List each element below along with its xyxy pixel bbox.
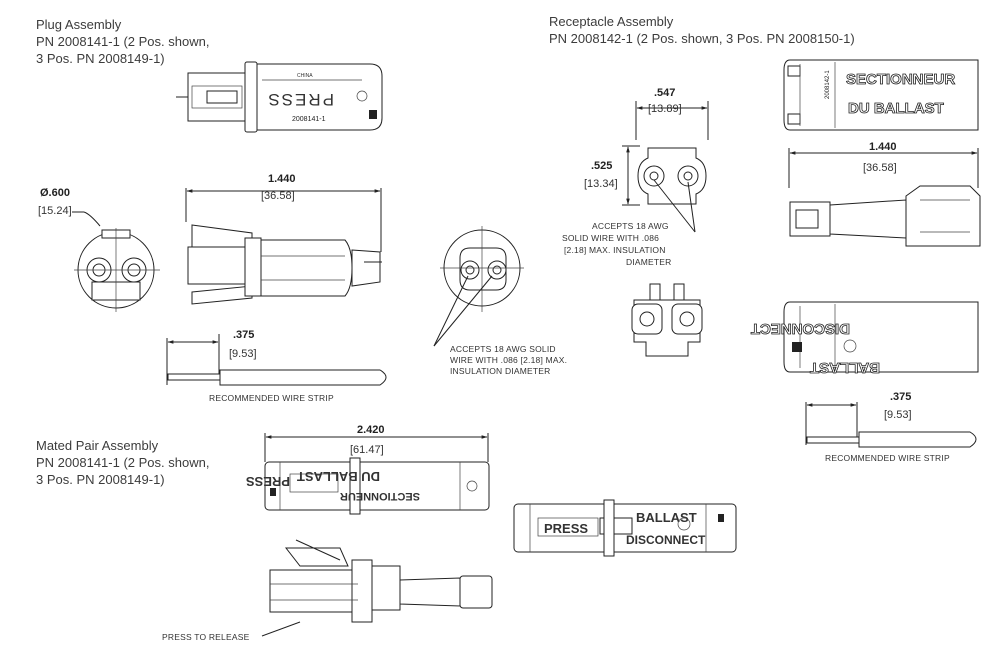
svg-text:2008142-1: 2008142-1 (825, 70, 831, 99)
plug-side-view: 1.440 [36.58] (185, 173, 382, 305)
mated-label-en-2: DISCONNECT (626, 533, 706, 547)
mated-pn-line2: 3 Pos. PN 2008149-1) (36, 472, 165, 487)
receptacle-width-mm: [13.89] (648, 103, 682, 115)
receptacle-length-mm: [36.58] (863, 162, 897, 174)
plug-assembly-title: Plug Assembly PN 2008141-1 (2 Pos. shown… (36, 16, 209, 67)
receptacle-wire-note-2: SOLID WIRE WITH .086 (562, 233, 659, 243)
receptacle-top-view: 2008142-1 SECTIONNEUR DU BALLAST (783, 59, 979, 131)
mated-length-mm: [61.47] (350, 444, 384, 456)
plug-end-view: Ø.600 [15.24] (38, 187, 160, 312)
plug-china-mark: CHINA (297, 73, 313, 79)
receptacle-strip: .375 (890, 391, 911, 403)
receptacle-wire-note-1: ACCEPTS 18 AWG (592, 221, 669, 231)
mated-side-view: PRESS TO RELEASE (162, 539, 493, 642)
plug-part-mark: 2008141-1 (292, 116, 326, 123)
mated-press-label: PRESS (246, 474, 290, 489)
plug-title: Plug Assembly (36, 17, 122, 32)
plug-strip-mm: [9.53] (229, 348, 257, 360)
mated-assembly-title: Mated Pair Assembly PN 2008141-1 (2 Pos.… (36, 437, 209, 488)
mated-label-fr-1: DU BALLAST (297, 469, 380, 484)
receptacle-strip-mm: [9.53] (884, 409, 912, 421)
receptacle-face-view: .547 [13.89] .525 [13.34] ACCEPTS 18 AWG… (562, 87, 709, 267)
mated-title: Mated Pair Assembly (36, 438, 159, 453)
receptacle-pn: PN 2008142-1 (2 Pos. shown, 3 Pos. PN 20… (549, 31, 855, 46)
receptacle-side-view: 1.440 [36.58] (788, 141, 981, 247)
receptacle-wire-strip: .375 [9.53] RECOMMENDED WIRE STRIP (805, 391, 977, 463)
plug-strip: .375 (233, 329, 254, 341)
receptacle-wire-note-3: [2.18] MAX. INSULATION (564, 245, 666, 255)
receptacle-bottom-view: DISCONNECT BALLAST (750, 301, 979, 376)
mated-top-view: 2.420 [61.47] PRESS DU BALLAST SECTIONNE… (246, 424, 490, 515)
receptacle-label-fr-2: DU BALLAST (848, 100, 944, 117)
plug-length: 1.440 (268, 173, 296, 185)
plug-press-label: PRESS (266, 90, 334, 109)
receptacle-height-mm: [13.34] (584, 178, 618, 190)
plug-pn-line1: PN 2008141-1 (2 Pos. shown, (36, 34, 210, 49)
plug-length-mm: [36.58] (261, 190, 295, 202)
plug-wire-note-2: WIRE WITH .086 [2.18] MAX. (450, 355, 567, 365)
mated-release-label: PRESS TO RELEASE (162, 632, 250, 642)
plug-wire-note-3: INSULATION DIAMETER (450, 366, 550, 376)
mated-length: 2.420 (357, 424, 385, 436)
mated-front-press-label: PRESS (544, 521, 588, 536)
receptacle-rear-view (631, 283, 703, 357)
mated-label-fr-2: SECTIONNEUR (340, 490, 420, 502)
plug-diameter: Ø.600 (40, 187, 70, 199)
plug-diameter-mm: [15.24] (38, 205, 72, 217)
receptacle-width: .547 (654, 87, 675, 99)
plug-wire-strip: .375 [9.53] RECOMMENDED WIRE STRIP (166, 329, 387, 403)
mated-label-en-1: BALLAST (636, 510, 697, 525)
receptacle-height: .525 (591, 160, 612, 172)
plug-top-view: CHINA PRESS 2008141-1 (176, 61, 383, 133)
receptacle-assembly-title: Receptacle Assembly PN 2008142-1 (2 Pos.… (549, 13, 855, 47)
plug-face-view: ACCEPTS 18 AWG SOLID WIRE WITH .086 [2.1… (433, 226, 567, 376)
mated-front-view: PRESS BALLAST DISCONNECT (513, 499, 737, 557)
receptacle-length: 1.440 (869, 141, 897, 153)
receptacle-label-en-2: BALLAST (810, 359, 880, 376)
receptacle-title: Receptacle Assembly (549, 14, 674, 29)
receptacle-wire-note-4: DIAMETER (626, 257, 672, 267)
plug-wire-note-1: ACCEPTS 18 AWG SOLID (450, 344, 556, 354)
mated-pn-line1: PN 2008141-1 (2 Pos. shown, (36, 455, 210, 470)
plug-pn-line2: 3 Pos. PN 2008149-1) (36, 51, 165, 66)
plug-strip-label: RECOMMENDED WIRE STRIP (209, 393, 334, 403)
receptacle-strip-label: RECOMMENDED WIRE STRIP (825, 453, 950, 463)
receptacle-label-en-1: DISCONNECT (751, 320, 850, 337)
receptacle-label-fr-1: SECTIONNEUR (846, 71, 955, 88)
